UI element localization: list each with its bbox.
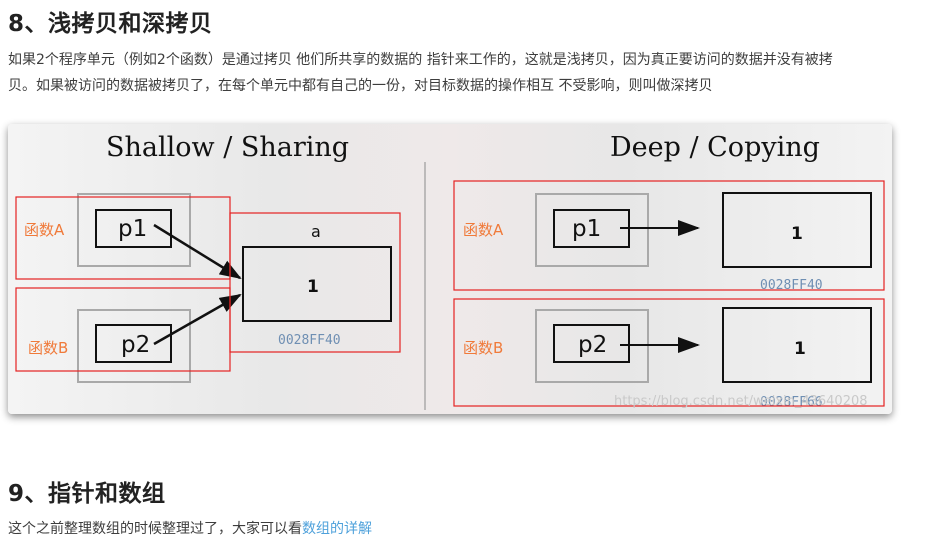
deep-value-box-a xyxy=(722,192,872,268)
copy-diagram-image: Shallow / Sharing Deep / Copying p1 p2 1… xyxy=(8,124,892,414)
copy-diagram-svg: Shallow / Sharing Deep / Copying p1 p2 1… xyxy=(15,132,885,410)
deep-p1-label: p1 xyxy=(572,216,601,242)
shallow-var-name: a xyxy=(311,222,321,241)
shallow-frame-a xyxy=(77,193,191,267)
pointer-array-text: 这个之前整理数组的时候整理过了，大家可以看 xyxy=(8,521,302,537)
shallow-arrow-p1 xyxy=(153,223,242,280)
shallow-value: 1 xyxy=(307,277,319,297)
copy-description-line2: 贝。如果被访问的数据被拷贝了，在每个单元中都有自己的一份，对目标数据的操作相互 … xyxy=(8,78,713,94)
deep-func-a-highlight xyxy=(453,180,885,291)
deep-address-a: 0028FF40 xyxy=(760,278,823,293)
copy-description-line1: 如果2个程序单元（例如2个函数）是通过拷贝 他们所共享的数据的 指针来工作的，这… xyxy=(8,52,833,68)
shallow-arrow-p2 xyxy=(153,293,242,346)
deep-func-b-highlight xyxy=(453,298,885,407)
deep-value-box-b xyxy=(722,307,872,383)
shallow-func-a-label: 函数A xyxy=(24,221,65,239)
shallow-p1-label: p1 xyxy=(118,216,147,242)
shallow-address: 0028FF40 xyxy=(278,333,341,348)
deep-value-b: 1 xyxy=(794,339,806,359)
deep-p2-label: p2 xyxy=(578,332,607,358)
section-heading-copy: 8、浅拷贝和深拷贝 xyxy=(8,11,213,37)
shallow-func-b-label: 函数B xyxy=(28,339,68,357)
section-heading-pointer-array: 9、指针和数组 xyxy=(8,481,166,507)
array-details-link[interactable]: 数组的详解 xyxy=(302,521,372,537)
shallow-p2-label: p2 xyxy=(121,332,150,358)
deep-value-a: 1 xyxy=(791,224,803,244)
copy-description: 如果2个程序单元（例如2个函数）是通过拷贝 他们所共享的数据的 指针来工作的，这… xyxy=(8,47,948,99)
shallow-p1-box xyxy=(95,209,172,248)
deep-func-b-label: 函数B xyxy=(463,339,503,357)
deep-frame-a xyxy=(535,193,649,267)
shallow-frame-b xyxy=(77,309,191,383)
deep-func-a-label: 函数A xyxy=(463,221,504,239)
shallow-func-b-highlight xyxy=(15,287,231,372)
shallow-shared-highlight xyxy=(229,212,401,353)
pointer-array-description: 这个之前整理数组的时候整理过了，大家可以看数组的详解 xyxy=(8,516,948,542)
image-watermark: https://blog.csdn.net/weixin_43640208 xyxy=(614,394,868,409)
deep-title: Deep / Copying xyxy=(610,132,820,163)
shallow-value-box xyxy=(242,246,392,322)
shallow-p2-box xyxy=(95,324,172,363)
shallow-title: Shallow / Sharing xyxy=(106,132,349,163)
deep-p2-box xyxy=(553,324,630,363)
